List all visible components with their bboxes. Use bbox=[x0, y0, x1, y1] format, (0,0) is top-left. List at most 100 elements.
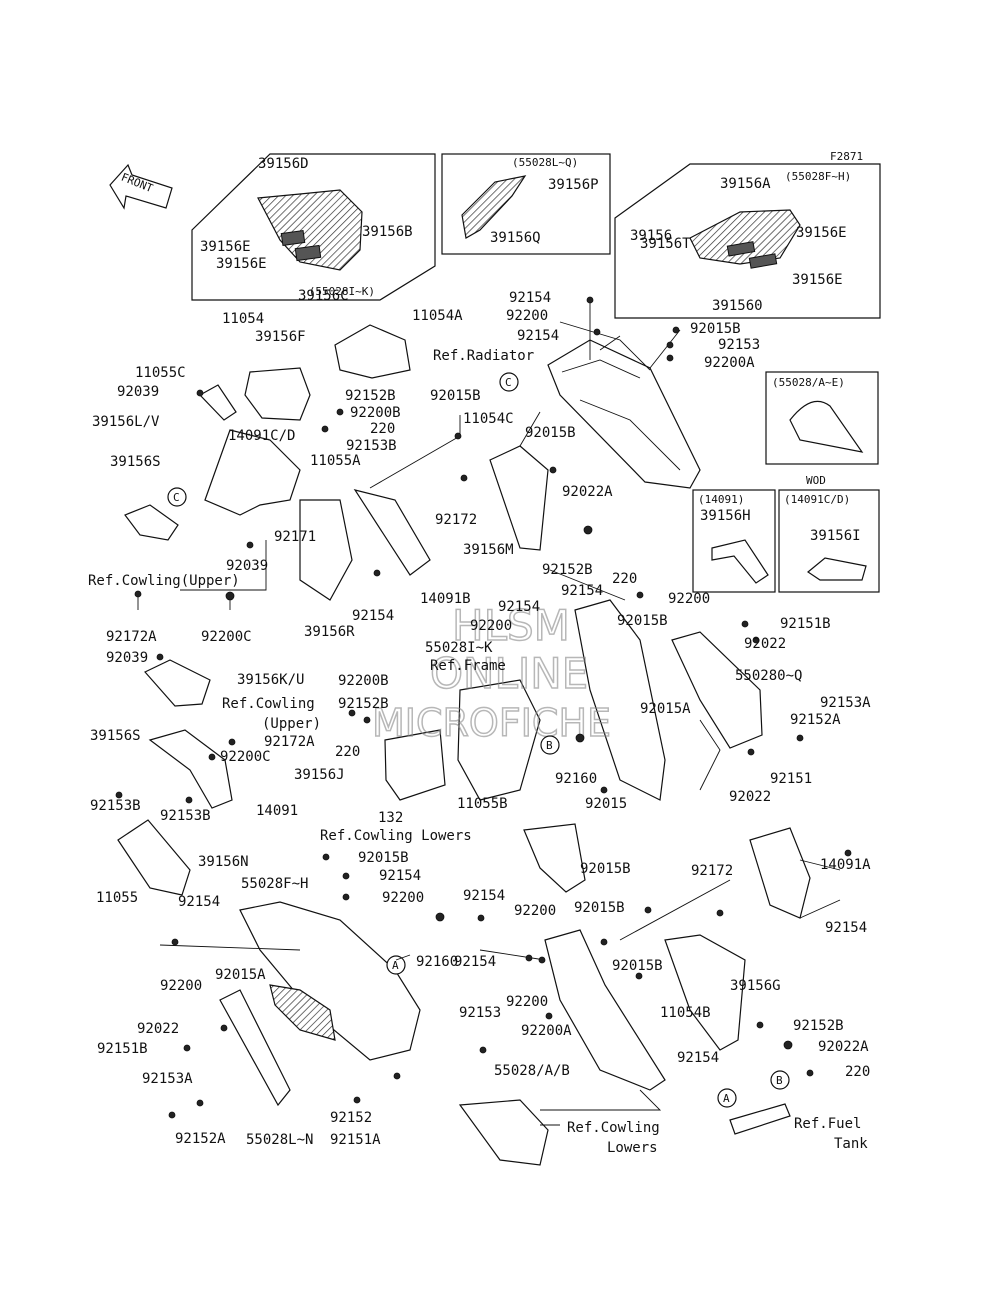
part-number-label: 92200 bbox=[160, 978, 202, 994]
part-number-label: 39156R bbox=[304, 624, 355, 640]
part-number-label: 14091 bbox=[256, 803, 298, 819]
part-number-label: 92160 bbox=[416, 954, 458, 970]
part-number-label: 92153B bbox=[160, 808, 211, 824]
ref-cowling-upper-2a: Ref.Cowling bbox=[222, 696, 315, 712]
part-number-label: 220 bbox=[335, 744, 360, 760]
part-number-label: 92022A bbox=[562, 484, 613, 500]
ref-radiator: Ref.Radiator bbox=[433, 348, 534, 364]
part-number-label: 39156M bbox=[463, 542, 514, 558]
part-number-label: 92015B bbox=[574, 900, 625, 916]
inset-box-wod: (55028/A~E) WOD bbox=[765, 371, 879, 487]
part-number-label: 550280~Q bbox=[735, 668, 802, 684]
part-number-label: 92154 bbox=[454, 954, 496, 970]
ref-fuel-2: Tank bbox=[834, 1136, 868, 1152]
part-number-label: 39156E bbox=[200, 239, 251, 255]
leader-lines bbox=[137, 300, 841, 1126]
lower-left-fairing-parts bbox=[219, 901, 421, 1107]
part-number-label: 92154 bbox=[561, 583, 603, 599]
part-number-label: 92039 bbox=[106, 650, 148, 666]
part-number-label: 39156K/U bbox=[237, 672, 304, 688]
part-number-label: 11054C bbox=[463, 411, 514, 427]
part-number-label: 11054B bbox=[660, 1005, 711, 1021]
part-number-label: 92153A bbox=[142, 1071, 193, 1087]
part-number-label: 92172A bbox=[264, 734, 315, 750]
part-number-label: 92153B bbox=[90, 798, 141, 814]
part-number-label: 39156D bbox=[258, 156, 309, 172]
part-number-label: 39156A bbox=[720, 176, 771, 192]
part-number-label: 39156C bbox=[298, 288, 349, 304]
part-number-label: 92022A bbox=[818, 1039, 869, 1055]
inset-box-right: (55028F~H) bbox=[614, 163, 881, 319]
part-number-label: 39156S bbox=[110, 454, 161, 470]
part-number-label: 39156B bbox=[362, 224, 413, 240]
part-number-label: 92160 bbox=[555, 771, 597, 787]
part-number-label: 92200C bbox=[220, 749, 271, 765]
part-number-label: 92151 bbox=[770, 771, 812, 787]
ref-cowling-lowers-1: Ref.Cowling Lowers bbox=[320, 828, 472, 844]
part-number-label: 92015B bbox=[612, 958, 663, 974]
marker-a-left: A bbox=[386, 955, 406, 975]
part-number-label: 39156I bbox=[810, 528, 861, 544]
watermark-line-2: ONLINE bbox=[430, 649, 588, 698]
part-number-label: 92153B bbox=[346, 438, 397, 454]
watermark-line-3: MICROFICHE bbox=[372, 701, 611, 745]
seal-39156d-part bbox=[257, 189, 363, 271]
part-number-labels: 39156D 39156B 39156E 39156E 39156C 39156P 3915… bbox=[90, 156, 871, 1148]
part-number-label: 39156P bbox=[548, 177, 599, 193]
part-number-label: 92200A bbox=[521, 1023, 572, 1039]
part-number-label: 39156E bbox=[796, 225, 847, 241]
upper-left-bracket-part bbox=[124, 324, 549, 601]
part-number-label: 92039 bbox=[117, 384, 159, 400]
marker-a-right: A bbox=[717, 1088, 737, 1108]
part-number-label: 11055 bbox=[96, 890, 138, 906]
part-number-label: 11054 bbox=[222, 311, 264, 327]
right-fairing-parts bbox=[523, 599, 811, 919]
ref-cowling-upper-2b: (Upper) bbox=[262, 716, 321, 732]
part-number-label: 92154 bbox=[379, 868, 421, 884]
ref-cowling-upper-1: Ref.Cowling(Upper) bbox=[88, 573, 240, 589]
marker-c-left: C bbox=[167, 487, 187, 507]
inset-box-14091: (14091) bbox=[692, 489, 776, 593]
wod-label: WOD bbox=[806, 474, 826, 487]
part-number-label: 39156T bbox=[640, 236, 691, 252]
part-number-label: 11055C bbox=[135, 365, 186, 381]
ref-cowling-lowers-2a: Ref.Cowling bbox=[567, 1120, 660, 1136]
part-number-label: 92151B bbox=[97, 1041, 148, 1057]
part-number-label: 92153 bbox=[718, 337, 760, 353]
part-number-label: 92151A bbox=[330, 1132, 381, 1148]
part-number-label: 92152B bbox=[793, 1018, 844, 1034]
part-number-label: 92153A bbox=[820, 695, 871, 711]
part-number-label: 92154 bbox=[178, 894, 220, 910]
part-number-label: 14091B bbox=[420, 591, 471, 607]
part-number-label: 55028/A/B bbox=[494, 1063, 570, 1079]
part-number-label: 55028L~N bbox=[246, 1132, 313, 1148]
part-number-label: 39156G bbox=[730, 978, 781, 994]
part-number-label: 92154 bbox=[517, 328, 559, 344]
part-number-label: 92015B bbox=[430, 388, 481, 404]
box-wod-caption: (55028/A~E) bbox=[772, 376, 845, 389]
part-number-label: 92154 bbox=[509, 290, 551, 306]
part-number-label: 11054A bbox=[412, 308, 463, 324]
mid-left-parts bbox=[117, 659, 541, 896]
marker-c-upper: C bbox=[499, 372, 519, 392]
part-number-label: 92200B bbox=[350, 405, 401, 421]
part-number-label: 92200 bbox=[382, 890, 424, 906]
part-number-label: 92022 bbox=[137, 1021, 179, 1037]
part-number-label: 92152A bbox=[790, 712, 841, 728]
lower-right-fairing-parts bbox=[458, 929, 791, 1166]
box-14091cd-caption: (14091C/D) bbox=[784, 493, 850, 506]
part-number-label: 92200 bbox=[506, 994, 548, 1010]
marker-b-mid: B bbox=[540, 735, 560, 755]
part-number-label: 92200C bbox=[201, 629, 252, 645]
watermark: HLSM ONLINE MICROFICHE bbox=[371, 600, 612, 746]
part-number-label: 92154 bbox=[498, 599, 540, 615]
part-number-label: 92200 bbox=[514, 903, 556, 919]
marker-b-right: B bbox=[770, 1070, 790, 1090]
part-number-label: 39156S bbox=[90, 728, 141, 744]
part-number-label: 92172 bbox=[435, 512, 477, 528]
seal-39156p-part bbox=[461, 175, 527, 239]
part-number-label: 92200 bbox=[668, 591, 710, 607]
watermark-line-1: HLSM bbox=[452, 601, 570, 650]
part-number-label: 92172A bbox=[106, 629, 157, 645]
